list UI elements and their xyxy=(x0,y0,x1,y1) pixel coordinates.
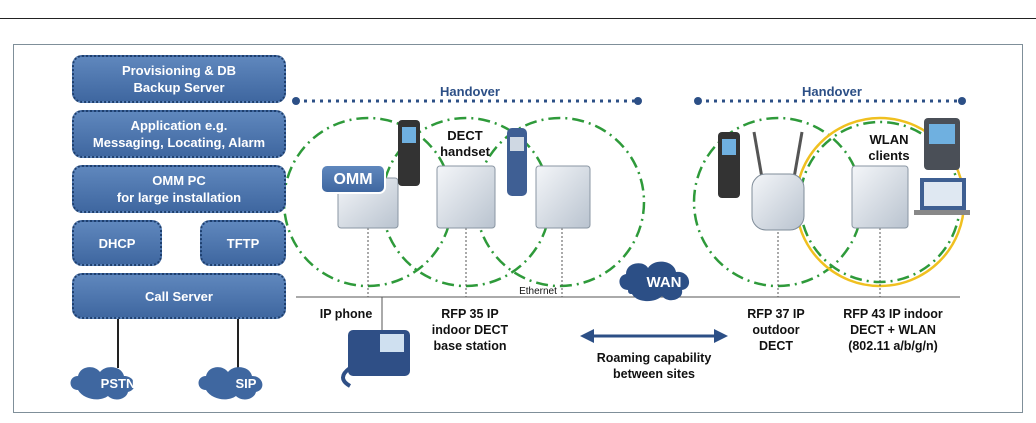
pstn-label: PSTN xyxy=(100,376,136,391)
handover-label-left: Handover xyxy=(440,84,500,99)
wlan-laptop xyxy=(914,178,970,215)
dect-handset-label: DECT handset xyxy=(440,128,490,159)
provisioning-server-box: Provisioning & DB Backup Server xyxy=(72,55,286,103)
omm-pc-box: OMM PC for large installation xyxy=(72,165,286,213)
wan-label: WAN xyxy=(646,274,682,291)
handover-label-right: Handover xyxy=(802,84,862,99)
sip-cloud xyxy=(198,367,263,400)
top-rule xyxy=(0,18,1036,19)
dhcp-box: DHCP xyxy=(72,220,162,266)
sip-label: SIP xyxy=(235,376,257,391)
rfp43-label: RFP 43 IP indoor DECT + WLAN (802.11 a/b… xyxy=(843,307,943,353)
roaming-label: Roaming capability between sites xyxy=(596,351,712,381)
rfp37-label: RFP 37 IP outdoor DECT xyxy=(747,307,805,353)
base-station-rfp35-a xyxy=(436,165,496,229)
diagram-frame xyxy=(13,44,1023,413)
base-station-rfp43 xyxy=(851,165,909,229)
rfp35-label: RFP 35 IP indoor DECT base station xyxy=(431,307,509,353)
ip-phone-label: IP phone xyxy=(319,307,373,321)
wlan-pda xyxy=(924,118,960,170)
dect-handset-1 xyxy=(398,120,420,186)
coverage-circle-3 xyxy=(474,116,646,288)
wlan-clients-label: WLAN clients xyxy=(868,132,910,163)
dect-handset-3 xyxy=(718,132,740,198)
base-station-rfp37 xyxy=(751,173,805,231)
ip-phone xyxy=(341,330,410,388)
ethernet-label: Ethernet xyxy=(519,286,557,297)
pstn-cloud xyxy=(70,367,135,400)
omm-badge: OMM xyxy=(320,164,386,194)
application-box: Application e.g. Messaging, Locating, Al… xyxy=(72,110,286,158)
call-server-box: Call Server xyxy=(72,273,286,319)
dect-handset-2 xyxy=(507,128,527,196)
tftp-box: TFTP xyxy=(200,220,286,266)
wan-cloud xyxy=(619,261,690,302)
base-station-rfp35-b xyxy=(535,165,591,229)
